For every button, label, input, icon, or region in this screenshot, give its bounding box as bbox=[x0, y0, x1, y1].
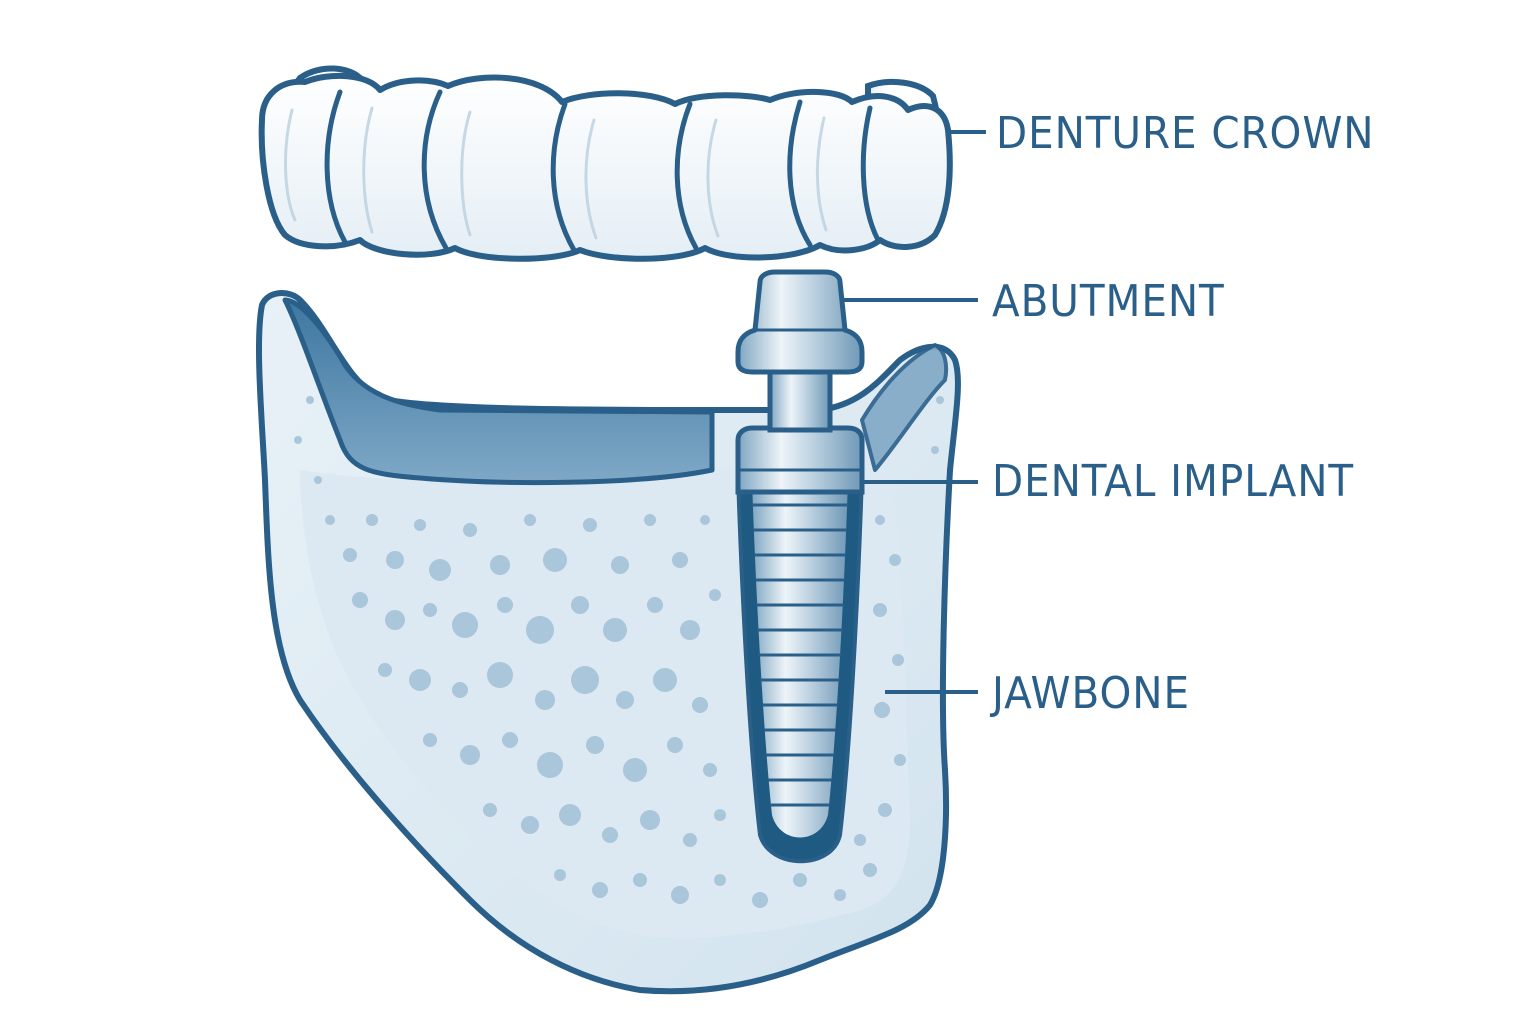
label-jawbone: JAWBONE bbox=[992, 668, 1190, 719]
label-abutment: ABUTMENT bbox=[992, 276, 1225, 327]
leader-lines bbox=[843, 130, 986, 694]
label-denture-crown: DENTURE CROWN bbox=[996, 108, 1375, 159]
label-dental-implant: DENTAL IMPLANT bbox=[992, 456, 1355, 507]
implant-illustration bbox=[735, 269, 865, 864]
bone-pores bbox=[294, 396, 944, 908]
denture-crown-illustration bbox=[258, 65, 953, 262]
